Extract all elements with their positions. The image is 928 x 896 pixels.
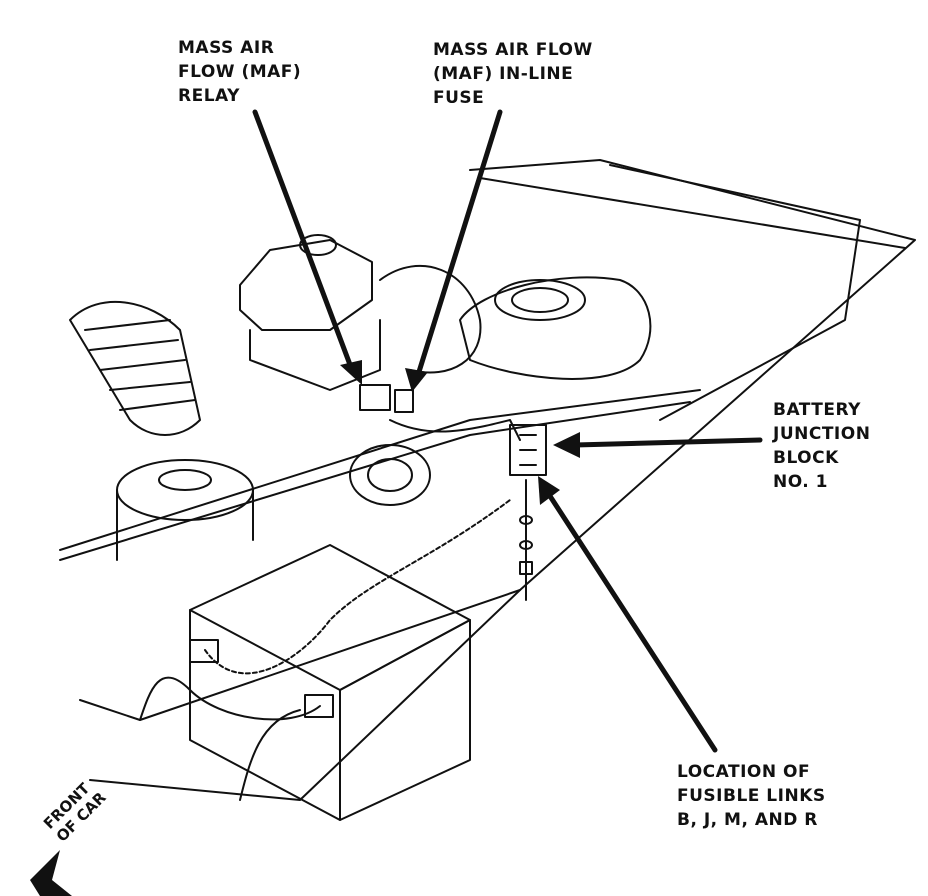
junction-arrow (572, 437, 763, 448)
relay-arrow (252, 109, 355, 373)
strut-cap-inner (511, 287, 569, 313)
fusible-arrow (545, 490, 718, 753)
battery-terminal-neg (189, 639, 219, 663)
brake-booster (379, 264, 482, 374)
junction-studs (519, 434, 537, 466)
fuse-arrow (415, 109, 503, 378)
junction-block (509, 424, 547, 476)
fender-edge (89, 589, 521, 801)
strut-tower (459, 276, 652, 380)
battery-junction-label: BATTERY JUNCTION BLOCK NO. 1 (773, 400, 871, 492)
reservoir (239, 239, 373, 331)
master-cylinder (249, 319, 381, 391)
body-rail-2 (59, 401, 691, 561)
body-rail (59, 389, 701, 551)
fusible-links-label: LOCATION OF FUSIBLE LINKS B, J, M, AND R (677, 762, 826, 830)
front-arrow-icon (30, 850, 72, 896)
maf-fuse-label: MASS AIR FLOW (MAF) IN-LINE FUSE (433, 40, 593, 108)
battery-top (189, 544, 471, 691)
maf-relay (359, 384, 391, 411)
maf-relay-label: MASS AIR FLOW (MAF) RELAY (178, 38, 302, 106)
fender-outline (79, 159, 916, 721)
inner-wheel-well (609, 164, 861, 421)
wiring (389, 419, 521, 441)
washer (519, 515, 533, 525)
battery-cable-2 (139, 676, 321, 721)
battery-side (189, 609, 341, 821)
intake-hose (69, 300, 201, 436)
battery-front (339, 619, 471, 821)
battery-cable-1 (204, 499, 511, 675)
battery-terminal-pos (304, 694, 334, 718)
pulley (349, 444, 431, 506)
washer-2 (519, 540, 533, 550)
fender-inner (479, 177, 906, 249)
maf-fuse (394, 389, 414, 413)
strut-cap (494, 279, 586, 321)
nut (519, 561, 533, 575)
intake-ribs (84, 319, 196, 411)
pulley-inner (367, 458, 413, 492)
air-cleaner-cap (158, 469, 212, 491)
battery-cable-3 (239, 709, 301, 801)
air-cleaner-body (116, 489, 254, 561)
